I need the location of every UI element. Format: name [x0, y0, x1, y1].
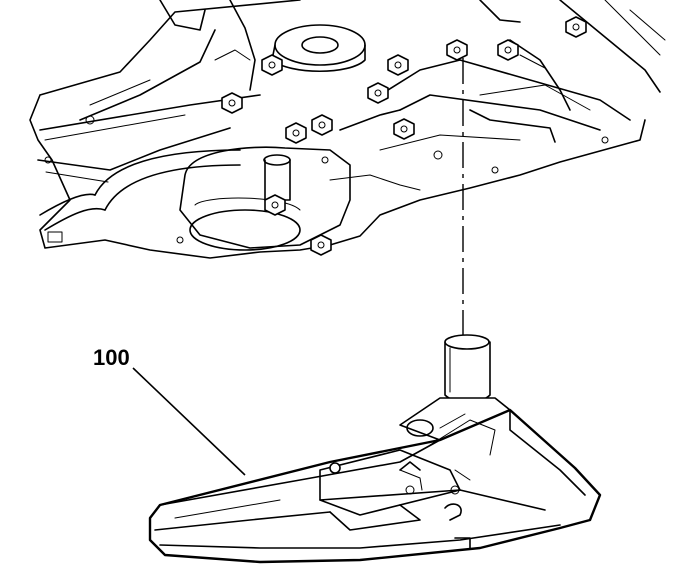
callout-100: 100 [93, 345, 246, 476]
bolt-group [221, 16, 587, 256]
callout-100-leader [132, 367, 246, 476]
transmission-case-underside [29, 0, 666, 259]
callout-100-label: 100 [93, 345, 130, 370]
transmission-fluid-filter [148, 334, 602, 564]
